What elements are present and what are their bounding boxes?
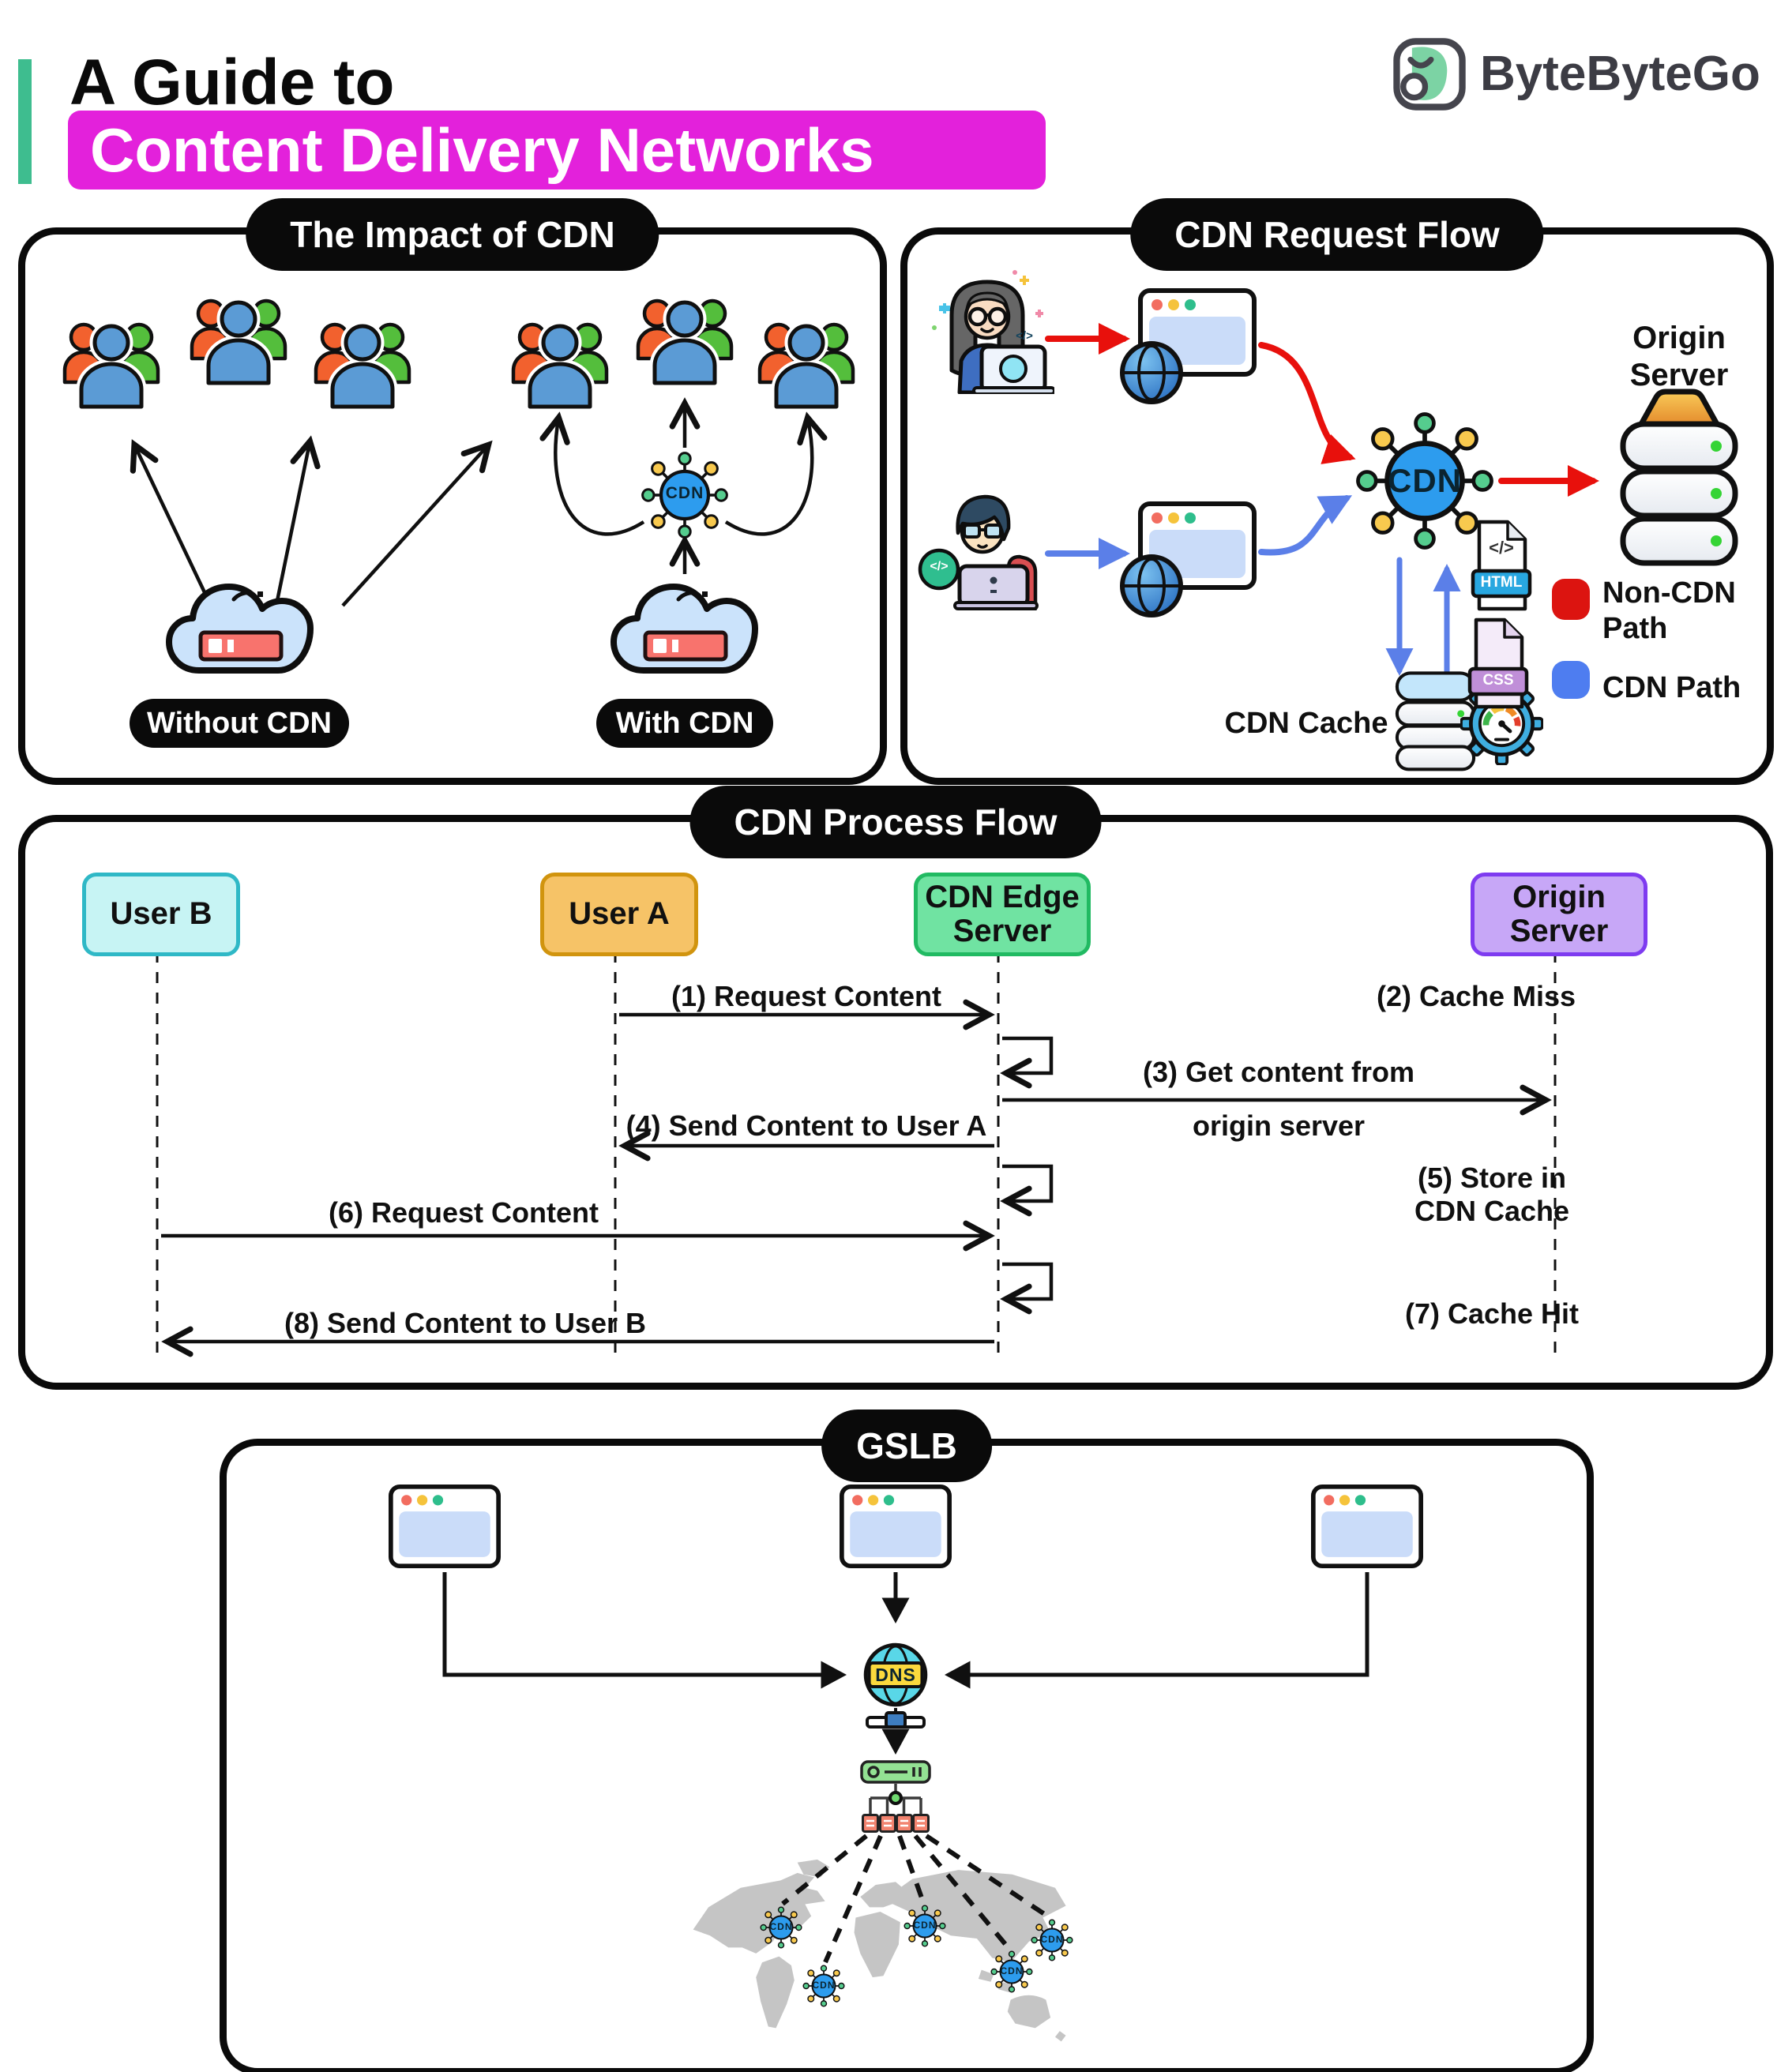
impact-panel: The Impact of CDN CDN Without CDN With C… <box>18 198 887 785</box>
header-accent-bar <box>18 59 32 184</box>
developer-man-icon <box>915 484 1050 610</box>
user-group-icon <box>633 282 736 388</box>
browser-icon <box>389 1482 501 1571</box>
cdn-hub-label: CDN <box>1388 462 1462 499</box>
cdn-node-label: CDN <box>665 484 704 502</box>
seq-message-6: (6) Request Content <box>329 1196 599 1229</box>
html-file-icon <box>1470 519 1533 614</box>
css-file-label: CSS <box>1482 672 1514 689</box>
user-group-icon <box>60 306 163 412</box>
user-group-icon <box>311 306 414 412</box>
actor-origin-server: Origin Server <box>1471 873 1647 956</box>
seq-message-1: (1) Request Content <box>671 980 941 1012</box>
legend-non-cdn-label: Non-CDN Path <box>1602 576 1736 645</box>
brand-name: ByteByteGo <box>1480 47 1760 101</box>
globe-icon <box>1116 550 1187 621</box>
process-panel-title: CDN Process Flow <box>689 786 1102 858</box>
without-cdn-label: Without CDN <box>130 699 349 748</box>
bytebytego-logo-icon <box>1392 36 1467 112</box>
cdn-edge-node-label: CDN <box>1040 1934 1064 1945</box>
legend-non-cdn-swatch <box>1552 579 1590 620</box>
gslb-panel: GSLB DNS CDN CDN CDN <box>220 1409 1594 2072</box>
html-file-label: HTML <box>1480 574 1523 591</box>
origin-server-icon <box>1612 385 1746 566</box>
globe-icon <box>1116 337 1187 408</box>
cdn-edge-node-label: CDN <box>1000 1965 1024 1976</box>
code-glyph: </> <box>1016 329 1033 343</box>
request-panel-title: CDN Request Flow <box>1130 198 1544 271</box>
gslb-panel-title: GSLB <box>821 1409 992 1482</box>
actor-cdn-edge-server: CDN Edge Server <box>914 873 1091 956</box>
css-file-icon <box>1467 617 1530 711</box>
seq-message-3a: (3) Get content from <box>1142 1056 1414 1088</box>
browser-icon <box>1311 1482 1423 1571</box>
server-icon <box>912 1814 930 1833</box>
server-icon <box>862 1814 879 1833</box>
cdn-edge-node-label: CDN <box>769 1921 793 1932</box>
origin-cloud-icon <box>606 572 764 683</box>
impact-panel-title: The Impact of CDN <box>246 198 659 271</box>
user-group-icon <box>187 282 290 388</box>
browser-icon <box>840 1482 952 1571</box>
actor-user-a: User A <box>540 873 698 956</box>
seq-message-7: (7) Cache Hit <box>1404 1297 1580 1330</box>
seq-message-2: (2) Cache Miss <box>1376 980 1576 1012</box>
origin-server-label: Origin Server <box>1629 321 1729 393</box>
cdn-cache-label: CDN Cache <box>1224 707 1388 740</box>
user-group-icon <box>509 306 611 412</box>
dns-label: DNS <box>875 1665 916 1685</box>
cdn-edge-node-label: CDN <box>913 1920 937 1931</box>
page-title: Content Delivery Networks <box>90 114 874 185</box>
code-glyph: </> <box>930 560 949 573</box>
header-title-highlight: Content Delivery Networks <box>68 111 1046 190</box>
seq-message-4: (4) Send Content to User A <box>626 1109 987 1142</box>
with-cdn-label: With CDN <box>596 699 773 748</box>
user-group-icon <box>755 306 858 412</box>
process-flow-panel: CDN Process Flow User B User A CDN Edge … <box>18 786 1773 1390</box>
seq-message-5: (5) Store in CDN Cache <box>1414 1162 1570 1228</box>
server-icon <box>896 1814 913 1833</box>
legend-cdn-label: CDN Path <box>1602 671 1741 704</box>
seq-message-8: (8) Send Content to User B <box>284 1307 646 1339</box>
server-icon <box>879 1814 896 1833</box>
seq-message-3b: origin server <box>1192 1109 1366 1142</box>
code-glyph: </> <box>1489 538 1514 557</box>
cdn-edge-node-label: CDN <box>812 1980 836 1991</box>
load-balancer-icon <box>860 1760 931 1784</box>
origin-cloud-icon <box>161 572 319 683</box>
actor-user-b: User B <box>82 873 240 956</box>
header-kicker: A Guide to <box>70 47 395 118</box>
legend-cdn-swatch <box>1552 661 1590 699</box>
request-flow-panel: CDN Request Flow </> </> CDN Origin Serv… <box>900 198 1774 785</box>
